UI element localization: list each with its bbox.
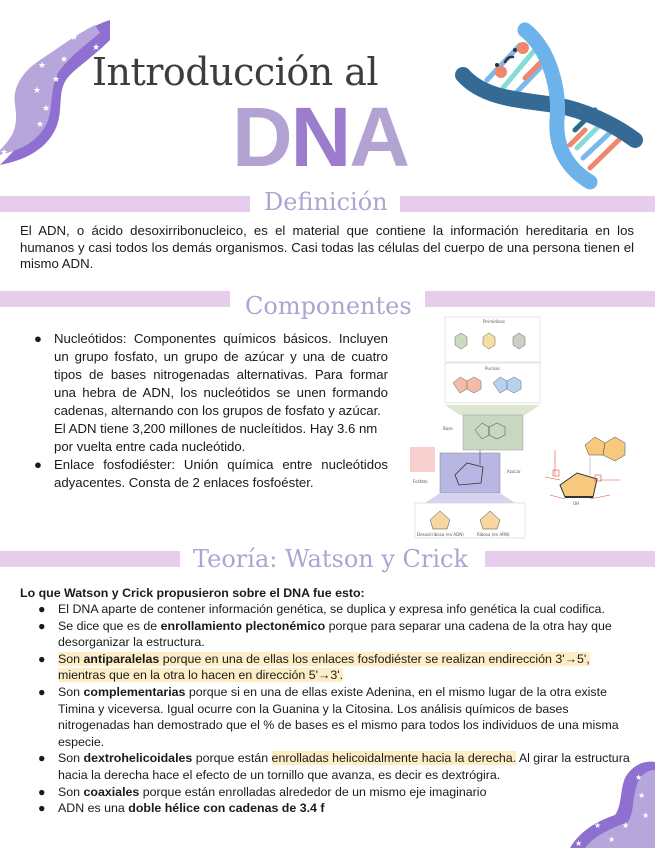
list-item-nucleotidos: ● Nucleótidos: Componentes químicos bási… (28, 330, 388, 456)
bullet-icon: ● (38, 602, 46, 616)
bullet-icon: ● (38, 801, 46, 816)
dna-helix-illustration (455, 22, 643, 190)
svg-text:★: ★ (36, 120, 44, 130)
section-divider-left-componentes (0, 291, 230, 307)
highlighted-text: Son antiparalelas porque en una de ellas… (58, 651, 590, 683)
bullet-icon: ● (38, 751, 46, 766)
svg-text:★: ★ (635, 773, 642, 782)
item-text-bold: doble hélice con cadenas de 3.4 f (128, 801, 325, 816)
list-item-enlace: ● Enlace fosfodiéster: Unión química ent… (28, 456, 388, 492)
item-text: El DNA aparte de contener información ge… (58, 602, 605, 616)
item-text-pre: Son (58, 784, 84, 799)
section-divider-right-watson-crick (485, 551, 655, 567)
bullet-icon: ● (34, 457, 42, 472)
figure-label-sugar: Azúcar (507, 469, 521, 474)
svg-text:★: ★ (642, 811, 649, 820)
title-letter-d: D (232, 90, 293, 184)
item-text-post: porque para separar una cadena de la otr… (58, 618, 612, 650)
svg-text:★: ★ (8, 100, 16, 110)
nucleotide-structure-diagram: Pirimidinas Purinas Base Fosfato Azúcar … (410, 316, 626, 539)
enlace-text: Enlace fosfodiéster: Unión química entre… (54, 457, 388, 490)
item-text-post: porque están enrolladas alrededor de un … (139, 784, 487, 799)
list-item-coaxiales: ● Son coaxiales porque están enrolladas … (38, 784, 638, 801)
svg-text:★: ★ (638, 791, 645, 800)
item-text-mid: porque están (192, 751, 272, 766)
figure-label-deoxyribose: Desoxirribosa (en ADN) (417, 532, 464, 537)
section-title-watson-crick: Teoría: Watson y Crick (193, 545, 469, 573)
bullet-icon: ● (38, 684, 46, 699)
svg-text:★: ★ (70, 33, 78, 43)
item-text-pre: ADN es una (58, 801, 129, 816)
svg-text:★: ★ (60, 55, 68, 65)
figure-label-base: Base (443, 426, 453, 431)
figure-label-ribose: Ribosa (en ARN) (477, 532, 510, 537)
section-divider-left-definicion (0, 196, 250, 212)
item-text-bold: antiparalelas (83, 651, 160, 666)
item-text-bold: coaxiales (83, 784, 140, 799)
figure-label-phosphate: Fosfato (413, 479, 428, 484)
svg-text:★: ★ (6, 128, 14, 138)
nucleotidos-subtext: El ADN tiene 3,200 millones de nucleítid… (54, 421, 378, 454)
svg-text:★: ★ (38, 61, 46, 71)
section-divider-left-watson-crick (0, 551, 180, 567)
bullet-icon: ● (38, 651, 46, 666)
title-letter-n: N (290, 90, 352, 184)
svg-text:★: ★ (48, 38, 56, 48)
svg-text:★: ★ (33, 86, 41, 96)
svg-text:★: ★ (92, 43, 100, 53)
svg-text:★: ★ (52, 75, 60, 85)
bullet-icon: ● (38, 784, 46, 799)
section-title-componentes: Componentes (245, 292, 412, 320)
highlighted-text: enrolladas helicoidalmente hacia la dere… (271, 751, 517, 766)
watson-crick-list: ● El DNA aparte de contener información … (38, 601, 638, 817)
figure-label-purines: Purinas (485, 366, 500, 371)
figure-label-oh: OH (573, 501, 579, 506)
item-text-bold: complementarias (83, 684, 186, 699)
svg-text:★: ★ (42, 104, 50, 114)
page-title-dna: DNA (232, 90, 410, 184)
list-item-complementarias: ● Son complementarias porque si en una d… (38, 684, 638, 750)
section-title-definicion: Definición (264, 188, 388, 216)
figure-label-pyrimidines: Pirimidinas (483, 319, 505, 324)
svg-text:★: ★ (594, 821, 601, 830)
list-item-plectonemico: ● Se dice que es de enrollamiento plecto… (38, 618, 638, 651)
bullet-icon: ● (38, 618, 46, 633)
item-text-pre: Se dice que es de (58, 618, 161, 633)
list-item-antiparalelas: ● Son antiparalelas porque en una de ell… (38, 651, 638, 684)
svg-text:★: ★ (575, 839, 582, 848)
title-letter-a: A (349, 90, 410, 184)
svg-text:★: ★ (608, 835, 615, 844)
decorative-wave-stars-bottom: ★ ★ ★ ★ ★ ★ ★ (570, 761, 655, 848)
list-item-dextrohelicoidales: ● Son dextrohelicoidales porque están en… (38, 750, 638, 783)
item-text-bold: dextrohelicoidales (83, 751, 193, 766)
list-item-doble-helice: ● ADN es una doble hélice con cadenas de… (38, 800, 638, 817)
bullet-icon: ● (34, 331, 42, 346)
svg-text:★: ★ (0, 148, 8, 158)
components-list: ● Nucleótidos: Componentes químicos bási… (28, 330, 388, 492)
item-text-post: porque en una de ellas los enlaces fosfo… (58, 651, 590, 683)
item-text-pre: Son (58, 751, 84, 766)
section-divider-right-definicion (400, 196, 655, 212)
decorative-wave-stars-top: ★★★ ★★★ ★★★ ★★★ (0, 20, 110, 165)
item-text-bold: enrollamiento plectonémico (160, 618, 326, 633)
svg-text:★: ★ (622, 821, 629, 830)
nucleotidos-text: Nucleótidos: Componentes químicos básico… (54, 331, 388, 418)
list-item-duplica: ● El DNA aparte de contener información … (38, 601, 638, 618)
item-text-pre: Son (58, 651, 84, 666)
section-divider-right-componentes (425, 291, 655, 307)
item-text-post: porque si en una de ellas existe Adenina… (58, 684, 619, 749)
watson-crick-lead: Lo que Watson y Crick propusieron sobre … (20, 586, 365, 600)
definition-paragraph: El ADN, o ácido desoxirribonucleico, es … (20, 223, 634, 271)
item-text-post: Al girar la estructura hacia la derecha … (58, 751, 630, 782)
item-text-pre: Son (58, 684, 84, 699)
page-title-intro: Introducción al (92, 50, 379, 94)
